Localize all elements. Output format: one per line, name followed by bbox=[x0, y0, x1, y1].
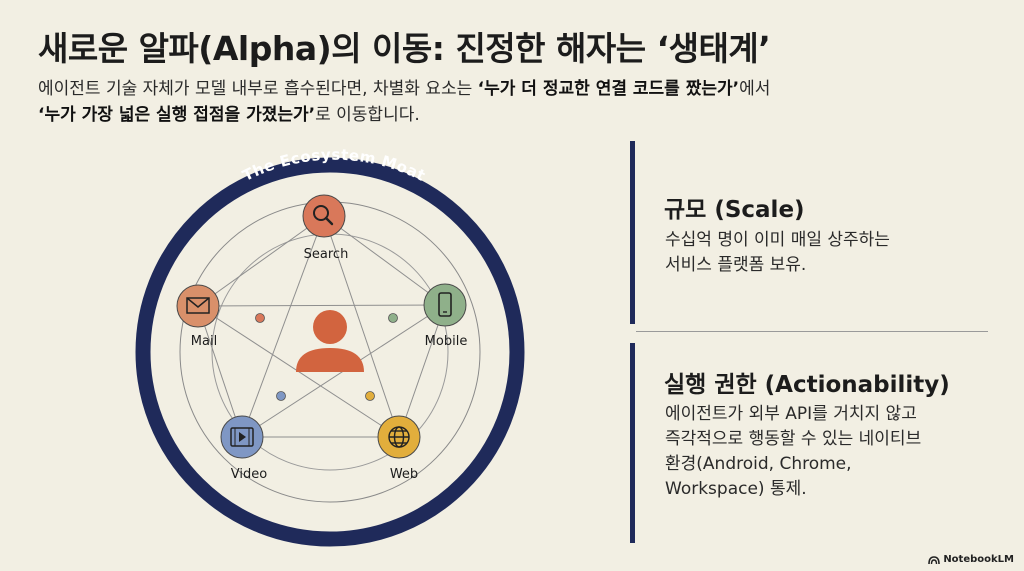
mobile-node-circle bbox=[423, 283, 467, 327]
user-body bbox=[296, 348, 364, 372]
search-node-circle bbox=[302, 194, 346, 238]
subtitle-text: 에서 bbox=[739, 79, 771, 99]
panel-body-actionability: 에이전트가 외부 API를 거치지 않고 즉각적으로 행동할 수 있는 네이티브… bbox=[665, 404, 922, 499]
junction-dot bbox=[276, 391, 286, 401]
node-label-web: Web bbox=[390, 467, 418, 482]
panel-separator bbox=[636, 331, 988, 332]
connection-line bbox=[323, 215, 446, 306]
node-label-search: Search bbox=[304, 247, 349, 262]
mail-node-circle bbox=[176, 284, 220, 328]
moat-ring bbox=[135, 157, 525, 547]
node-web: Web bbox=[377, 415, 421, 482]
node-label-mobile: Mobile bbox=[425, 334, 468, 349]
center-node bbox=[296, 310, 364, 372]
panel-divider bbox=[630, 141, 635, 324]
node-label-video: Video bbox=[231, 467, 267, 482]
magnifier-icon bbox=[313, 205, 334, 226]
user-icon bbox=[313, 310, 347, 344]
connection-line bbox=[398, 304, 446, 438]
connection-line bbox=[323, 215, 400, 438]
node-mail: Mail bbox=[176, 284, 220, 349]
node-label-mail: Mail bbox=[191, 334, 217, 349]
node-mobile: Mobile bbox=[423, 283, 468, 349]
subtitle-text: 로 이동합니다. bbox=[315, 105, 420, 125]
connection-line bbox=[241, 215, 325, 438]
connection-line bbox=[197, 305, 243, 438]
page-title: 새로운 알파(Alpha)의 이동: 진정한 해자는 ‘생태계’ bbox=[38, 29, 771, 68]
brand-logo: NotebookLM bbox=[928, 554, 1014, 565]
junction-dot bbox=[365, 391, 375, 401]
connection-line bbox=[197, 215, 325, 307]
panel-divider bbox=[630, 343, 635, 543]
panel-body-scale: 수십억 명이 이미 매일 상주하는 서비스 플랫폼 보유. bbox=[665, 230, 890, 275]
node-video: Video bbox=[220, 415, 267, 482]
page-subtitle: 에이전트 기술 자체가 모델 내부로 흡수된다면, 차별화 요소는 ‘누가 더 … bbox=[38, 76, 998, 128]
brand-name: NotebookLM bbox=[943, 554, 1014, 565]
envelope-icon bbox=[186, 297, 210, 314]
node-search: Search bbox=[302, 194, 349, 262]
subtitle-emphasis: ‘누가 더 정교한 연결 코드를 짰는가’ bbox=[477, 79, 740, 99]
junction-dot bbox=[388, 313, 398, 323]
notebooklm-logo-icon bbox=[928, 555, 941, 564]
video-icon bbox=[230, 427, 254, 447]
junction-dot bbox=[255, 313, 265, 323]
panel-heading-scale: 규모 (Scale) bbox=[664, 197, 805, 223]
panel-heading-actionability: 실행 권한 (Actionability) bbox=[664, 372, 950, 398]
subtitle-emphasis: ‘누가 가장 넓은 실행 접점을 가졌는가’ bbox=[38, 105, 316, 125]
subtitle-text: 에이전트 기술 자체가 모델 내부로 흡수된다면, 차별화 요소는 bbox=[38, 79, 478, 99]
globe-icon bbox=[388, 426, 410, 448]
connection-line bbox=[197, 304, 446, 307]
smartphone-icon bbox=[438, 292, 452, 317]
junction-dots bbox=[255, 313, 398, 401]
